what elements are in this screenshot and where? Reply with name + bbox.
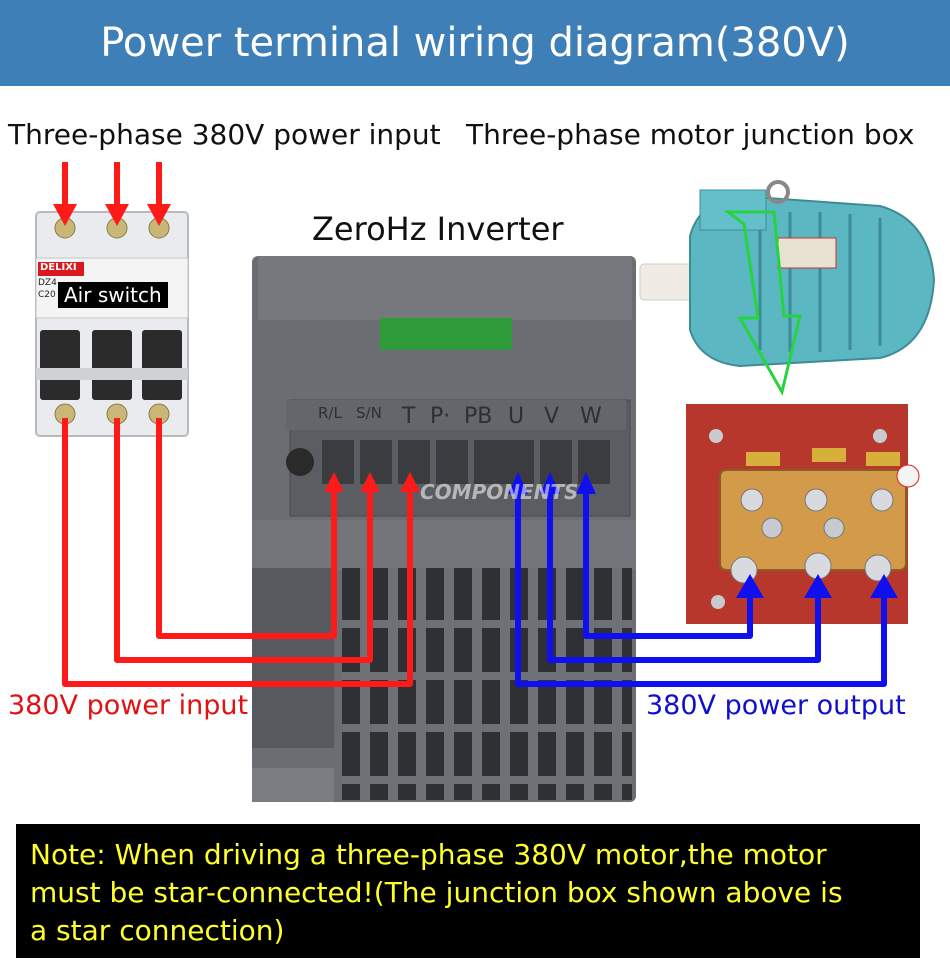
breaker-brand: DELIXI <box>40 262 77 273</box>
breaker-model: DZ4 <box>38 278 57 288</box>
input-arrows <box>324 472 420 492</box>
power-input-title: Three-phase 380V power input <box>8 118 441 151</box>
terminal-u: U <box>508 404 525 429</box>
page-title: Power terminal wiring diagram(380V) <box>0 0 950 86</box>
input-wires <box>62 418 413 687</box>
watermark: COMPONENTS <box>420 480 579 504</box>
supply-arrows <box>53 162 171 226</box>
note-line-1: Note: When driving a three-phase 380V mo… <box>30 838 827 871</box>
air-switch <box>35 211 189 437</box>
terminal-pb: PB <box>464 404 493 429</box>
terminal-p: P· <box>430 404 451 429</box>
output-wires <box>515 480 887 687</box>
note-box: Note: When driving a three-phase 380V mo… <box>16 824 920 958</box>
terminal-labels: R/L S/N T P· PB U V W <box>318 404 618 432</box>
terminal-s: S/N <box>356 404 382 422</box>
inverter-title: ZeroHz Inverter <box>312 210 564 248</box>
terminal-w: W <box>580 404 602 429</box>
junction-box-title: Three-phase motor junction box <box>466 118 915 151</box>
output-arrows <box>508 472 898 598</box>
note-line-2: must be star-connected!(The junction box… <box>30 876 843 909</box>
junction-box-pointer-icon <box>723 210 802 397</box>
inverter <box>252 256 636 802</box>
terminal-v: V <box>544 404 560 429</box>
breaker-rating: C20 <box>38 290 56 300</box>
note-line-3: a star connection) <box>30 914 285 947</box>
terminal-r: R/L <box>318 404 342 422</box>
air-switch-label: Air switch <box>58 282 168 308</box>
terminal-t: T <box>402 404 416 429</box>
power-output-label: 380V power output <box>646 690 906 721</box>
junction-box <box>686 404 920 624</box>
motor <box>639 180 936 368</box>
power-input-label: 380V power input <box>8 690 249 721</box>
